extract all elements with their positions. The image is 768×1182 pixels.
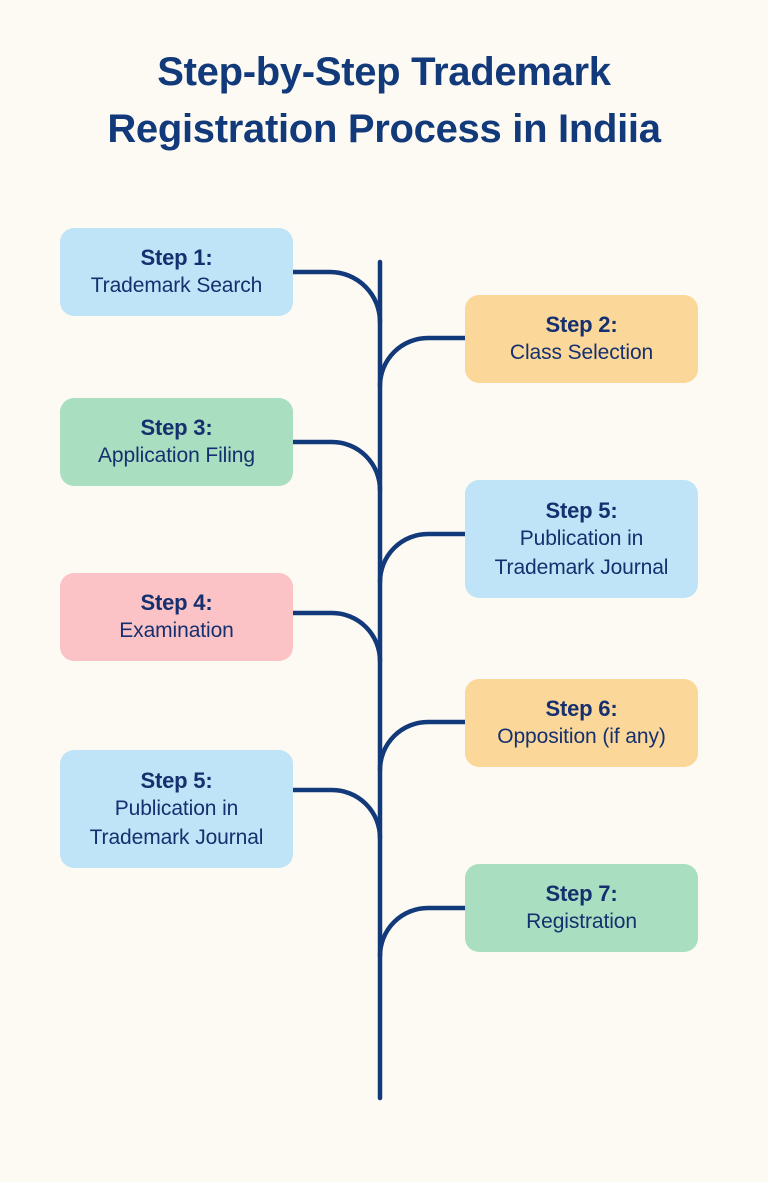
step-description-line: Trademark Journal [494,555,669,579]
step-description: Class Selection [510,339,653,368]
branch-step-3 [289,439,383,493]
step-heading: Step 6: [545,696,618,722]
step-heading: Step 7: [545,881,618,907]
step-box-step-3[interactable]: Step 3: Application Filing [60,398,293,486]
step-description-line: Application Filing [98,444,255,468]
step-description: Publication in Trademark Journal [90,795,264,852]
page-title-line-1: Step-by-Step Trademark [157,50,611,94]
branch-step-6 [377,719,468,773]
step-description: Application Filing [98,442,255,471]
branch-step-2 [377,335,468,389]
step-description: Trademark Search [91,272,263,301]
step-description: Examination [119,617,234,646]
step-box-step-7[interactable]: Step 7: Registration [465,864,698,952]
step-heading: Step 5: [140,767,213,793]
branch-step-5-right [377,531,468,585]
step-heading: Step 5: [545,497,618,523]
step-description-line: Publication in [519,526,644,550]
branch-step-7 [377,905,468,959]
step-description-line: Registration [526,910,637,934]
step-box-step-5-left[interactable]: Step 5: Publication in Trademark Journal [60,750,293,868]
branch-step-5-left [289,787,383,841]
step-description: Opposition (if any) [497,723,666,752]
step-box-step-2[interactable]: Step 2: Class Selection [465,295,698,383]
step-box-step-1[interactable]: Step 1: Trademark Search [60,228,293,316]
step-heading: Step 1: [140,245,213,271]
step-description-line: Trademark Search [90,274,263,298]
step-heading: Step 3: [140,415,213,441]
page-title-line-2: Registration Process in Indiia [107,106,661,151]
step-box-step-4[interactable]: Step 4: Examination [60,573,293,661]
branch-step-1 [289,269,383,325]
step-box-step-6[interactable]: Step 6: Opposition (if any) [465,679,698,767]
step-description-line: Examination [119,619,234,643]
branch-step-4 [289,610,383,664]
step-description: Publication in Trademark Journal [495,525,669,582]
step-heading: Step 4: [140,590,213,616]
step-description-line: Opposition (if any) [497,725,666,749]
step-description-line: Publication in [114,796,239,820]
step-description-line: Class Selection [509,341,654,365]
step-box-step-5-right[interactable]: Step 5: Publication in Trademark Journal [465,480,698,598]
step-heading: Step 2: [545,312,618,338]
step-description-line: Trademark Journal [89,825,264,849]
page-title: Step-by-Step Trademark Registration Proc… [0,44,768,158]
step-description: Registration [526,908,637,937]
